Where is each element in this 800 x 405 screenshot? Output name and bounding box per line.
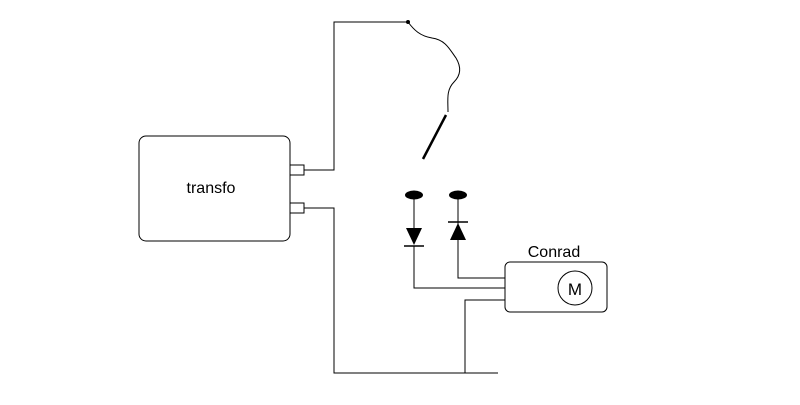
diode-right-triangle <box>450 223 466 240</box>
diode-right <box>448 221 468 240</box>
transformer-label: transfo <box>187 180 236 197</box>
wires <box>304 21 505 374</box>
motor-symbol: M <box>568 280 582 299</box>
wire-top <box>304 21 408 171</box>
transformer-box <box>138 135 291 242</box>
switch-contact-right <box>449 190 467 200</box>
motor-circle <box>557 270 593 306</box>
wire-motor-return <box>464 299 505 373</box>
diode-left <box>404 228 424 247</box>
switch-contact-left <box>405 190 423 200</box>
wire-diode-left <box>413 246 505 289</box>
transformer-terminal-top <box>289 164 305 176</box>
transformer-terminal-bottom <box>289 202 305 214</box>
wire-diode-right <box>457 222 505 279</box>
transformer: transfo <box>138 135 305 242</box>
motor: Conrad M <box>504 244 608 313</box>
motor-brand-label: Conrad <box>528 244 580 261</box>
switch-flexible-wire <box>407 21 461 113</box>
diode-left-triangle <box>406 228 422 245</box>
switch <box>405 20 467 200</box>
wire-bottom <box>304 207 498 374</box>
switch-lever <box>421 114 448 160</box>
